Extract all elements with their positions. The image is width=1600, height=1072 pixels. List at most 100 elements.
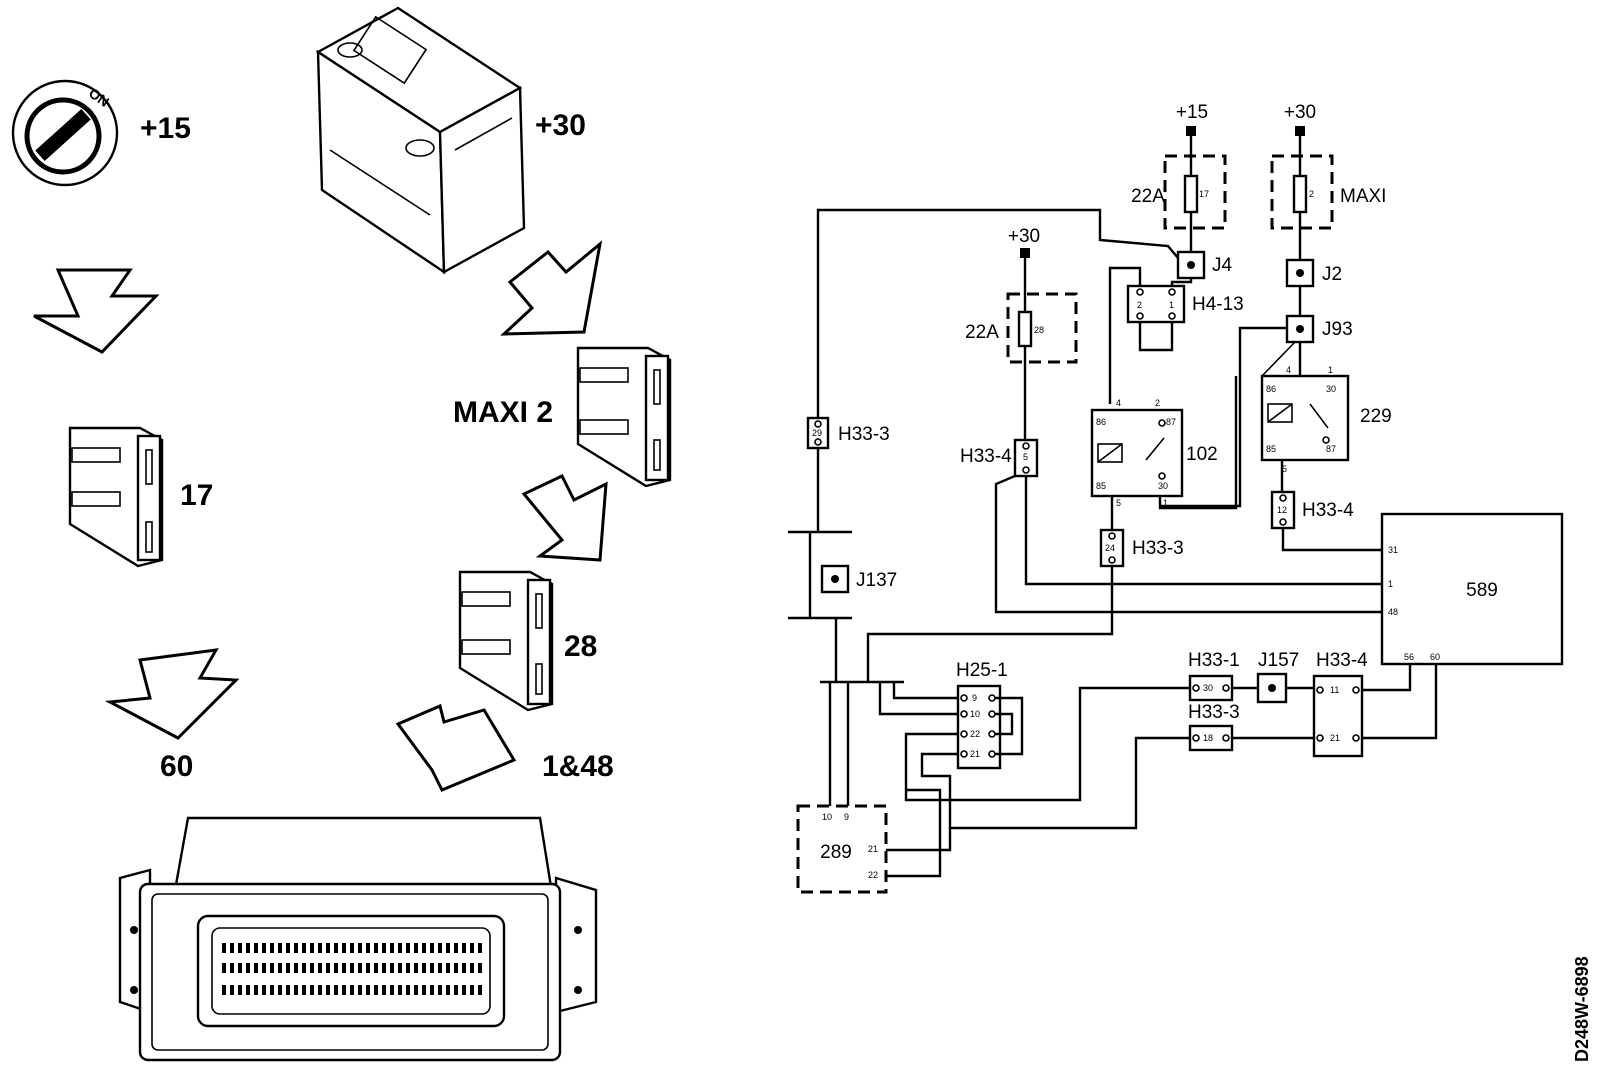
relay-coil-icon — [1097, 443, 1123, 463]
relay-102-pin: 2 — [1155, 398, 1160, 408]
battery-plus30-label: +30 — [535, 109, 586, 142]
relay-102-pin: 85 — [1096, 481, 1106, 491]
relay-coil-icon — [1267, 403, 1293, 423]
fuse-22a-top-label: 22A — [1131, 186, 1165, 207]
module-289-pin: 9 — [844, 812, 849, 822]
h33-4-c-pin: 21 — [1330, 733, 1340, 743]
h33-4-a-pin: 5 — [1023, 452, 1028, 462]
fuse-box-22a-top — [1163, 154, 1227, 230]
fuse-box-maxi — [1270, 154, 1334, 230]
fuse-22a-mid-number: 28 — [1034, 325, 1044, 335]
module-289 — [796, 804, 888, 894]
wire — [878, 682, 958, 716]
maxi-number: 2 — [1309, 189, 1314, 199]
j4-label: J4 — [1212, 255, 1233, 276]
wire — [1170, 278, 1193, 286]
fuse-17-label: 17 — [180, 479, 213, 512]
h33-3-c-pin: 18 — [1203, 733, 1213, 743]
fuse-symbol-icon — [1292, 174, 1308, 214]
module-289-pin: 10 — [822, 812, 832, 822]
terminal-plus15-icon — [1186, 126, 1196, 136]
relay-229-label: 229 — [1360, 406, 1392, 427]
relay-102-pin: 87 — [1166, 417, 1176, 427]
arrow-fuse28-icon — [395, 703, 517, 792]
wire — [1281, 528, 1382, 552]
h33-3-b-pin: 24 — [1105, 543, 1115, 553]
relay-102-pin: 4 — [1116, 398, 1121, 408]
fuse-22a-top-number: 17 — [1199, 189, 1209, 199]
h4-13-pin-2: 2 — [1137, 300, 1142, 310]
wire — [866, 566, 1114, 682]
relay-102-pin: 86 — [1096, 417, 1106, 427]
ecu-589-pin: 31 — [1388, 545, 1398, 555]
relay-229-pin: 85 — [1266, 444, 1276, 454]
relay-102 — [1090, 408, 1184, 498]
j2-label: J2 — [1322, 264, 1342, 285]
wire — [1024, 476, 1382, 586]
h25-1-pin: 21 — [970, 749, 980, 759]
arrow-ignition-icon — [33, 268, 160, 354]
arrow-battery-icon — [500, 240, 603, 336]
relay-229-pin: 1 — [1328, 365, 1333, 375]
connector-h33-4-c — [1312, 674, 1364, 758]
relay-102-pin: 5 — [1116, 498, 1121, 508]
relay-229-pin: 5 — [1282, 464, 1287, 474]
fuse-symbol-icon — [1183, 174, 1199, 214]
relay-102-label: 102 — [1186, 444, 1218, 465]
h4-13-label: H4-13 — [1192, 294, 1244, 315]
ecu-module-icon — [118, 816, 598, 1062]
h33-3-a-pin: 29 — [812, 428, 822, 438]
wire — [1160, 326, 1287, 508]
wire — [920, 736, 1190, 830]
fuse-28-label: 28 — [564, 630, 597, 663]
maxi-label: MAXI — [1340, 186, 1386, 207]
h33-4-b-label: H33-4 — [1302, 500, 1354, 521]
wire — [816, 208, 1179, 418]
wire — [1261, 341, 1296, 377]
supply-plus15-label: +15 — [1176, 102, 1208, 123]
connector-h25-1 — [956, 684, 1002, 770]
arrow-fuse17-icon — [104, 648, 240, 740]
h25-1-pin: 10 — [970, 709, 980, 719]
h33-3-a-label: H33-3 — [838, 424, 890, 445]
j93-label: J93 — [1322, 319, 1353, 340]
ignition-switch-icon: ON — [11, 79, 119, 187]
h33-3-b-label: H33-3 — [1132, 538, 1184, 559]
wire — [1158, 376, 1238, 510]
pin-60-label: 60 — [160, 750, 193, 783]
fuse-symbol-icon — [1017, 310, 1033, 348]
h33-3-c-label: H33-3 — [1188, 702, 1240, 723]
h33-1-label: H33-1 — [1188, 650, 1240, 671]
module-289-pin: 22 — [868, 870, 878, 880]
fuse-box-22a-mid — [1006, 292, 1078, 364]
h25-1-pin: 9 — [972, 693, 977, 703]
battery-icon — [315, 6, 526, 275]
ecu-589-pin: 1 — [1388, 579, 1393, 589]
j157-label: J157 — [1258, 650, 1299, 671]
fuse-28-icon — [458, 570, 554, 712]
fuse-22a-mid-label: 22A — [965, 322, 999, 343]
relay-229-pin: 4 — [1286, 365, 1291, 375]
h4-13-pin-1: 1 — [1169, 300, 1174, 310]
ecu-589 — [1380, 512, 1564, 666]
h33-4-a-label: H33-4 — [960, 446, 1012, 467]
relay-switch-icon — [1309, 403, 1329, 429]
relay-102-pin: 30 — [1158, 481, 1168, 491]
relay-229-pin: 86 — [1266, 384, 1276, 394]
ecu-589-pin: 60 — [1430, 652, 1440, 662]
h33-1-pin: 30 — [1203, 683, 1213, 693]
relay-switch-icon — [1145, 437, 1165, 461]
document-code: D248W-6898 — [1572, 956, 1592, 1062]
wire — [886, 788, 942, 878]
wire — [904, 686, 1190, 802]
wire — [892, 682, 958, 700]
module-289-label: 289 — [820, 842, 852, 863]
terminal-plus30-icon — [1020, 248, 1030, 258]
wire — [995, 696, 1024, 756]
relay-229-pin: 87 — [1326, 444, 1336, 454]
terminal-plus30-icon — [1295, 126, 1305, 136]
wire — [994, 474, 1382, 614]
ecu-589-pin: 48 — [1388, 607, 1398, 617]
